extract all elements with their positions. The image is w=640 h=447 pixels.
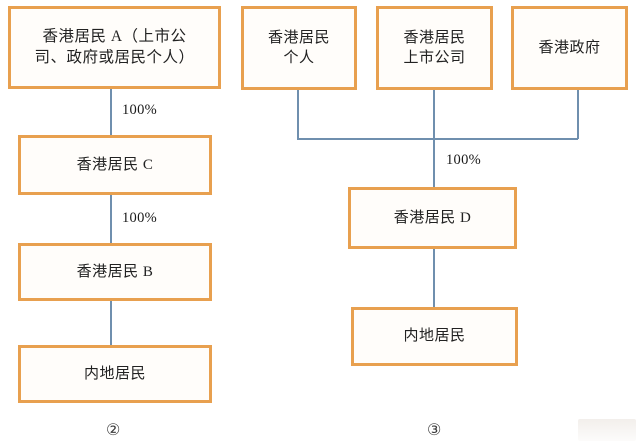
node-mainland-resident-left-label: 内地居民	[83, 365, 146, 382]
edge-government-drop	[577, 90, 579, 139]
caption-right-chart: ③	[427, 422, 442, 439]
edge-b-to-mainland	[110, 301, 112, 345]
caption-left-chart: ②	[106, 422, 121, 439]
edge-a-to-c	[110, 89, 112, 135]
node-hk-resident-a: 香港居民 A（上市公 司、政府或居民个人）	[8, 6, 221, 89]
node-hk-listed-company-label: 香港居民 上市公司	[403, 29, 466, 66]
node-hk-resident-individual: 香港居民 个人	[241, 6, 357, 90]
node-hk-resident-b-label: 香港居民 B	[76, 263, 154, 280]
node-hk-resident-d-label: 香港居民 D	[393, 209, 472, 226]
edge-label-parents-to-d: 100%	[446, 152, 482, 168]
node-mainland-resident-right: 内地居民	[351, 307, 518, 366]
node-hk-resident-individual-label: 香港居民 个人	[267, 29, 330, 66]
node-hk-resident-b: 香港居民 B	[18, 243, 212, 301]
node-hk-government-label: 香港政府	[538, 39, 601, 56]
edge-d-to-mainland	[433, 249, 435, 307]
node-hk-resident-d: 香港居民 D	[348, 187, 517, 249]
edge-individual-drop	[297, 90, 299, 139]
edge-label-c-to-b: 100%	[122, 210, 158, 226]
edge-label-a-to-c: 100%	[122, 102, 158, 118]
edge-c-to-b	[110, 195, 112, 243]
node-mainland-resident-right-label: 内地居民	[403, 328, 466, 345]
node-hk-resident-c: 香港居民 C	[18, 135, 212, 195]
node-hk-resident-a-label: 香港居民 A（上市公 司、政府或居民个人）	[34, 27, 195, 66]
watermark-block	[578, 419, 636, 441]
node-hk-government: 香港政府	[511, 6, 628, 90]
node-hk-resident-c-label: 香港居民 C	[76, 156, 154, 173]
edge-parents-to-d	[433, 138, 435, 188]
edge-listed-company-drop	[433, 90, 435, 139]
node-hk-listed-company: 香港居民 上市公司	[376, 6, 493, 90]
node-mainland-resident-left: 内地居民	[18, 345, 212, 403]
edge-parents-bus	[297, 138, 578, 140]
